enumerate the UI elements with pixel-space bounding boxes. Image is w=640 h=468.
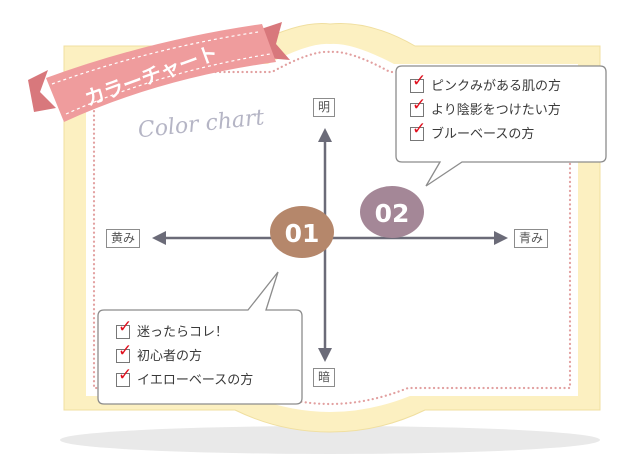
marker-02-label: 02 [375, 199, 410, 228]
marker-01-label: 01 [285, 219, 320, 248]
axis-label-left: 黄み [106, 229, 141, 248]
checkmark-icon: ✓ [118, 365, 133, 385]
arrow-down-icon [318, 348, 332, 362]
arrow-right-icon [494, 231, 508, 245]
list-item-text: ピンクみがある肌の方 [431, 78, 562, 94]
arrow-up-icon [318, 128, 332, 142]
bubble-02 [395, 65, 607, 187]
checkmark-icon: ✓ [118, 317, 133, 337]
bubble-01 [97, 271, 303, 405]
checkmark-icon: ✓ [412, 119, 427, 139]
marker-02: 02 [360, 186, 424, 238]
list-item: ✓ イエローベースの方 [116, 367, 254, 392]
checkbox-icon: ✓ [116, 319, 132, 339]
checkbox-icon: ✓ [410, 73, 426, 93]
list-item: ✓ ブルーベースの方 [410, 121, 561, 146]
frame-shadow [60, 426, 600, 454]
list-item: ✓ 初心者の方 [116, 343, 253, 368]
list-item-text: イエローベースの方 [137, 372, 254, 388]
list-item-text: 初心者の方 [137, 348, 203, 364]
bubble-01-list: ✓ 迷ったらコレ！ ✓ 初心者の方 ✓ イエローベースの方 [116, 319, 254, 392]
checkmark-icon: ✓ [118, 341, 133, 361]
checkbox-icon: ✓ [116, 343, 132, 363]
bubble-02-list: ✓ ピンクみがある肌の方 ✓ より陰影をつけたい方 ✓ ブルーベースの方 [410, 73, 562, 146]
marker-01: 01 [270, 206, 334, 258]
list-item-text: より陰影をつけたい方 [431, 102, 561, 118]
checkmark-icon: ✓ [412, 95, 427, 115]
checkbox-icon: ✓ [410, 121, 426, 141]
list-item-text: 迷ったらコレ！ [137, 324, 229, 340]
axis-label-right: 青み [514, 229, 549, 248]
list-item: ✓ ピンクみがある肌の方 [410, 73, 562, 98]
axis-label-top: 明 [313, 98, 336, 117]
checkbox-icon: ✓ [116, 367, 132, 387]
arrow-left-icon [152, 231, 166, 245]
checkmark-icon: ✓ [412, 71, 427, 91]
list-item: ✓ 迷ったらコレ！ [116, 319, 253, 344]
checkbox-icon: ✓ [410, 97, 426, 117]
list-item-text: ブルーベースの方 [431, 126, 535, 142]
axis-label-bottom: 暗 [313, 368, 336, 387]
list-item: ✓ より陰影をつけたい方 [410, 97, 561, 122]
